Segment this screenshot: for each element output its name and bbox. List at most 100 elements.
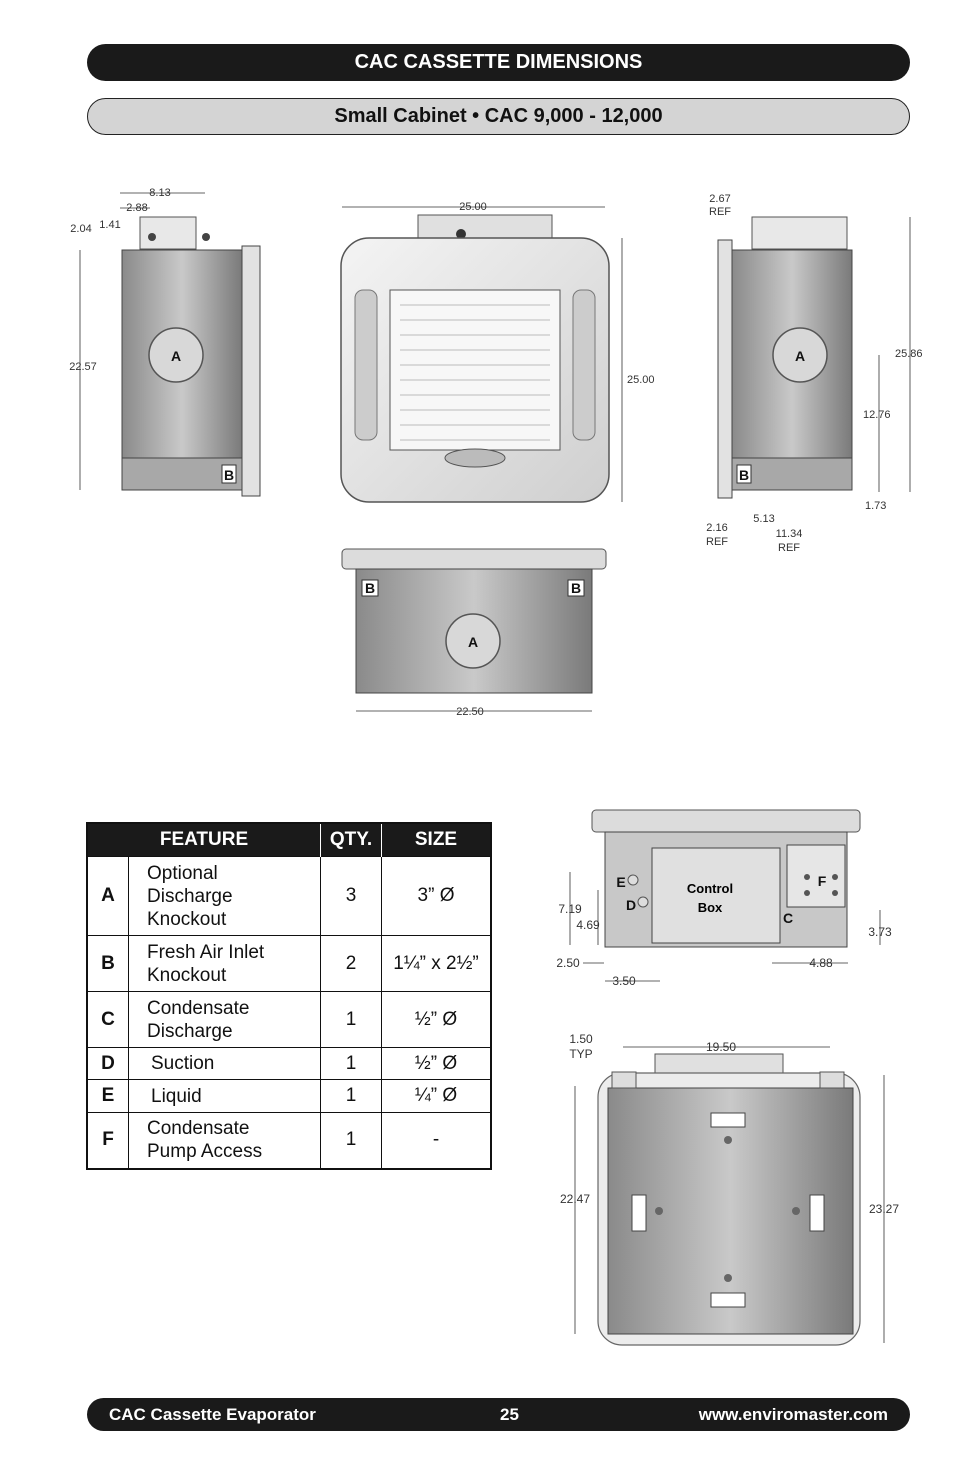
right-knockout-b: B (739, 467, 749, 483)
dim-22-57: 22.57 (69, 361, 97, 373)
dim-5-13: 5.13 (753, 513, 774, 525)
row-size: ½” Ø (381, 1047, 492, 1080)
header-qty: QTY. (320, 823, 382, 857)
left-knockout-b: B (224, 467, 234, 483)
dim-3-73: 3.73 (868, 925, 892, 939)
dim-2-04: 2.04 (70, 223, 91, 235)
dim-22-50: 22.50 (456, 706, 484, 718)
row-size: - (381, 1112, 492, 1169)
row-feature: Liquid (128, 1079, 321, 1113)
dim-25-86: 25.86 (895, 348, 923, 360)
typ-label: TYP (569, 1047, 592, 1061)
header-size: SIZE (381, 823, 491, 857)
dim-front-width: 25.00 (459, 201, 487, 213)
label-c: C (783, 910, 793, 926)
control-box-label-2: Box (698, 900, 723, 915)
row-qty: 1 (320, 1112, 382, 1169)
row-key: E (86, 1079, 129, 1113)
row-key: C (86, 991, 129, 1048)
dim-2-16: 2.16 (706, 522, 727, 534)
feature-line: Optional (147, 862, 218, 884)
left-knockout-a: A (171, 348, 181, 364)
footer: CAC Cassette Evaporator 25 www.enviromas… (87, 1398, 910, 1431)
front-view: 25.00 25.00 (340, 201, 655, 503)
feature-line: Condensate (147, 1118, 250, 1140)
row-key: A (86, 856, 129, 936)
label-d: D (626, 897, 636, 913)
feature-line: Knockout (147, 908, 227, 930)
ref-label-2: REF (778, 542, 800, 554)
subtitle-banner: Small Cabinet • CAC 9,000 - 12,000 (87, 98, 910, 135)
bottom-knockout-a: A (468, 634, 478, 650)
footer-website-link[interactable]: www.enviromaster.com (698, 1405, 888, 1424)
row-qty: 1 (320, 1047, 382, 1080)
row-size: 3” Ø (381, 856, 492, 936)
label-e: E (616, 874, 625, 890)
row-size: ½” Ø (381, 991, 492, 1048)
dim-2-50: 2.50 (556, 956, 580, 970)
left-side-view: A B 8.13 2.88 1.41 2.04 22.57 (69, 187, 261, 497)
feature-line: Knockout (147, 964, 227, 986)
row-key: B (86, 935, 129, 992)
footer-doc-title: CAC Cassette Evaporator (109, 1405, 316, 1424)
page-number: 25 (500, 1405, 519, 1424)
dim-8-13: 8.13 (149, 187, 170, 199)
dim-1-50: 1.50 (569, 1032, 593, 1046)
row-key: D (86, 1047, 129, 1080)
control-box-label-1: Control (687, 881, 733, 896)
row-feature: Suction (128, 1047, 321, 1080)
page-subtitle: Small Cabinet • CAC 9,000 - 12,000 (334, 105, 663, 127)
dim-12-76: 12.76 (863, 409, 891, 421)
page-title: CAC CASSETTE DIMENSIONS (354, 51, 643, 73)
dim-22-47: 22.47 (560, 1192, 590, 1206)
row-qty: 3 (320, 856, 382, 936)
dim-2-88: 2.88 (126, 202, 147, 214)
dim-2-67: 2.67 (709, 193, 730, 205)
bottom-view: A B B 22.50 (341, 548, 607, 718)
feature-line: Discharge (147, 1020, 233, 1042)
right-side-view: A B 2.67 REF 25.86 12.76 1.73 2.16 REF 5… (706, 193, 923, 554)
ref-label-top: REF (709, 206, 731, 218)
dim-4-88: 4.88 (809, 956, 833, 970)
right-knockout-a: A (795, 348, 805, 364)
row-size: ¼” Ø (381, 1079, 492, 1113)
top-view: 1.50 TYP 19.50 22.47 23.27 (560, 1032, 899, 1346)
dim-front-height: 25.00 (627, 374, 655, 386)
feature-line: Pump Access (147, 1141, 263, 1163)
dim-1-41: 1.41 (99, 219, 120, 231)
row-qty: 2 (320, 935, 382, 992)
page-title-banner: CAC CASSETTE DIMENSIONS (87, 44, 910, 81)
dim-4-69: 4.69 (576, 918, 600, 932)
dim-7-19: 7.19 (558, 902, 582, 916)
row-key: F (86, 1112, 129, 1169)
row-qty: 1 (320, 991, 382, 1048)
feature-line: Fresh Air Inlet (147, 941, 265, 963)
dim-23-27: 23.27 (869, 1202, 899, 1216)
bottom-knockout-b-right: B (571, 580, 581, 596)
dim-19-50: 19.50 (706, 1040, 736, 1054)
row-size: 1¼” x 2½” (381, 935, 492, 992)
control-box-view: Control Box E D F C 7.19 4.69 2.50 3.50 … (556, 809, 892, 988)
ref-label-1: REF (706, 536, 728, 548)
dim-11-34: 11.34 (776, 528, 803, 540)
bottom-knockout-b-left: B (365, 580, 375, 596)
dim-3-50: 3.50 (612, 974, 636, 988)
dim-1-73: 1.73 (865, 500, 886, 512)
table-row: D Suction 1 ½” Ø (86, 1047, 492, 1080)
row-qty: 1 (320, 1079, 382, 1113)
table-row: E Liquid 1 ¼” Ø (86, 1079, 492, 1113)
feature-line: Condensate (147, 997, 250, 1019)
label-f: F (818, 873, 827, 889)
header-feature: FEATURE (87, 823, 321, 857)
feature-line: Discharge (147, 885, 233, 907)
